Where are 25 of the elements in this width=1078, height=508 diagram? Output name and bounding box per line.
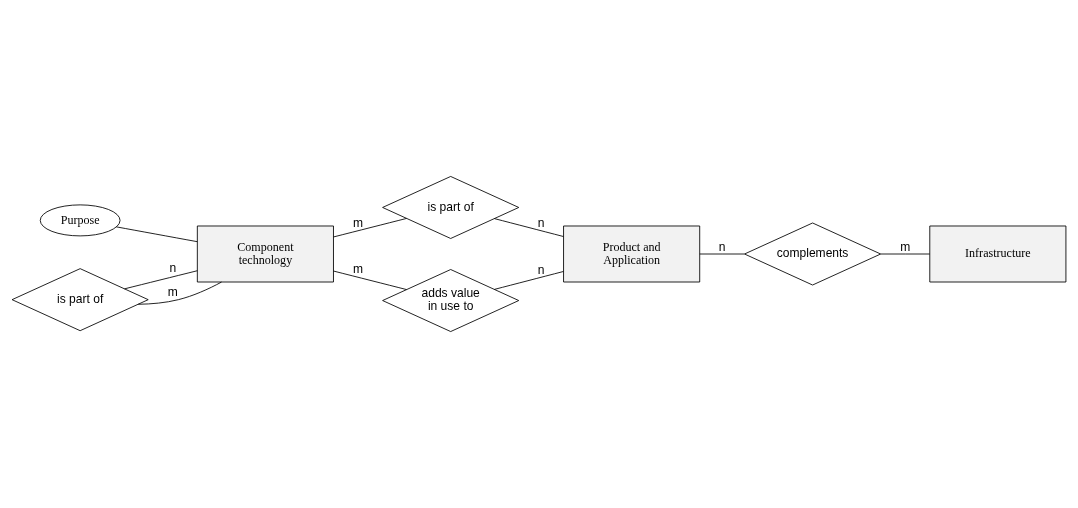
connector bbox=[699, 253, 745, 255]
edge-label: m bbox=[167, 285, 178, 300]
edge-label: m bbox=[353, 215, 364, 230]
node-diamond: is part of bbox=[382, 176, 520, 239]
connector bbox=[494, 271, 564, 290]
node-box: Component technology bbox=[196, 225, 334, 283]
node-box: Product and Application bbox=[563, 225, 701, 283]
connector bbox=[494, 218, 564, 237]
edge-label: m bbox=[900, 239, 911, 254]
node-diamond: adds value in use to bbox=[382, 269, 520, 332]
edge-label: m bbox=[353, 262, 364, 277]
node-diamond: is part of bbox=[11, 268, 149, 332]
connector bbox=[137, 281, 222, 305]
connector bbox=[333, 218, 407, 238]
node-box: Infrastructure bbox=[929, 225, 1067, 283]
connector bbox=[115, 226, 198, 243]
edge-label: n bbox=[169, 261, 177, 276]
node-ellipse: Purpose bbox=[39, 204, 121, 237]
connector bbox=[333, 270, 407, 290]
connector bbox=[124, 270, 198, 290]
edge-label: n bbox=[718, 239, 726, 254]
edge-label: n bbox=[537, 262, 545, 277]
node-diamond: complements bbox=[744, 222, 882, 286]
edge-label: n bbox=[537, 216, 545, 231]
connector bbox=[880, 253, 931, 255]
